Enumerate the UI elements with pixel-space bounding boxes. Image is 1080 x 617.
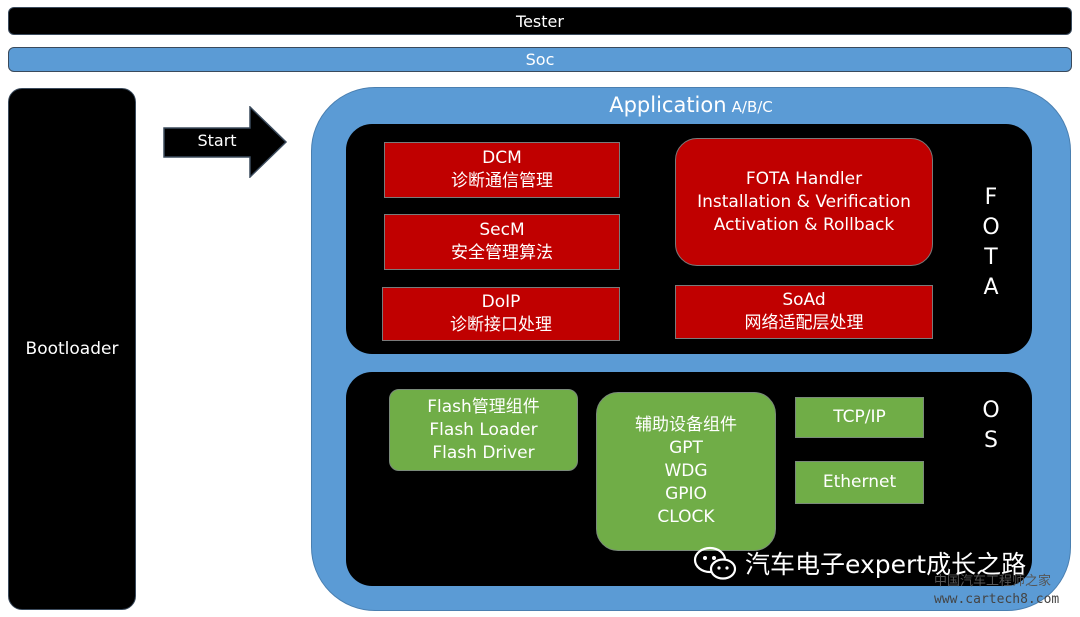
application-title-suffix: A/B/C xyxy=(731,98,773,116)
os-letter: S xyxy=(984,428,998,453)
fota-vertical-label: F O T A xyxy=(976,183,1006,303)
flash-driver: Flash Driver xyxy=(432,442,535,463)
doip-desc: 诊断接口处理 xyxy=(450,315,552,335)
dcm-desc: 诊断通信管理 xyxy=(451,171,553,191)
aux-device-box: 辅助设备组件 GPT WDG GPIO CLOCK xyxy=(596,392,776,551)
flash-box: Flash管理组件 Flash Loader Flash Driver xyxy=(389,389,578,471)
doip-title: DoIP xyxy=(481,292,521,312)
tester-bar: Tester xyxy=(8,7,1072,35)
aux-title: 辅助设备组件 xyxy=(635,415,737,435)
fota-handler-line2: Installation & Verification xyxy=(697,191,911,212)
start-arrow xyxy=(163,106,288,178)
fota-letter: A xyxy=(983,275,999,300)
tester-label: Tester xyxy=(516,11,564,31)
watermark-sub-2: www.cartech8.com xyxy=(934,592,1060,607)
flash-title: Flash管理组件 xyxy=(427,396,540,417)
soad-title: SoAd xyxy=(782,290,826,310)
os-vertical-label: O S xyxy=(976,396,1006,456)
aux-wdg: WDG xyxy=(664,461,708,481)
secm-box: SecM 安全管理算法 xyxy=(384,214,620,270)
soc-bar: Soc xyxy=(8,47,1072,72)
soc-label: Soc xyxy=(525,50,555,69)
bootloader-label: Bootloader xyxy=(25,339,119,359)
aux-clock: CLOCK xyxy=(657,507,715,527)
dcm-box: DCM 诊断通信管理 xyxy=(384,142,620,198)
fota-letter: T xyxy=(984,245,998,270)
tcpip-box: TCP/IP xyxy=(795,397,924,438)
watermark: 汽车电子expert成长之路 xyxy=(693,545,1026,581)
fota-handler-line3: Activation & Rollback xyxy=(713,214,895,235)
watermark-text: 汽车电子expert成长之路 xyxy=(745,550,1027,579)
wechat-icon xyxy=(693,546,737,580)
os-letter: O xyxy=(982,398,1000,423)
fota-letter: O xyxy=(982,215,1000,240)
soad-desc: 网络适配层处理 xyxy=(744,313,864,333)
bootloader-block: Bootloader xyxy=(8,88,136,610)
secm-title: SecM xyxy=(479,220,525,240)
start-label: Start xyxy=(197,131,237,150)
doip-box: DoIP 诊断接口处理 xyxy=(382,287,620,341)
application-title-text: Application xyxy=(609,93,727,117)
watermark-sub-1: 中国汽车工程师之家 xyxy=(934,574,1052,589)
fota-handler-box: FOTA Handler Installation & Verification… xyxy=(675,138,933,266)
aux-gpio: GPIO xyxy=(665,484,707,504)
secm-desc: 安全管理算法 xyxy=(451,243,553,263)
fota-letter: F xyxy=(984,185,998,210)
tcpip-label: TCP/IP xyxy=(833,407,886,427)
application-title: Application A/B/C xyxy=(311,93,1071,117)
ethernet-box: Ethernet xyxy=(795,461,924,504)
soad-box: SoAd 网络适配层处理 xyxy=(675,285,933,339)
flash-loader: Flash Loader xyxy=(429,419,538,440)
aux-gpt: GPT xyxy=(669,438,703,458)
dcm-title: DCM xyxy=(482,148,522,168)
ethernet-label: Ethernet xyxy=(822,472,897,492)
fota-handler-title: FOTA Handler xyxy=(745,168,863,189)
